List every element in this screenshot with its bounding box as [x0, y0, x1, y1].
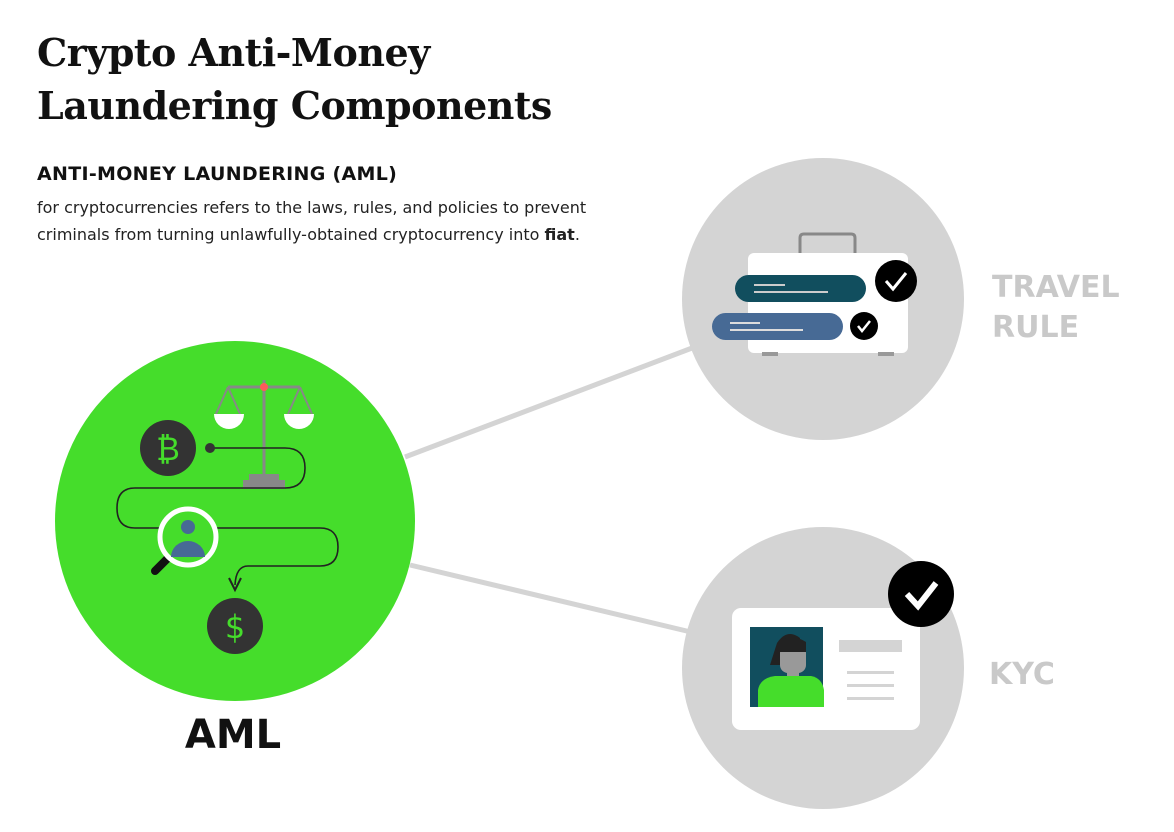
travel-rule-label-line-1: TRAVEL: [992, 270, 1120, 305]
dollar-icon: $: [207, 598, 263, 654]
magnifier-person-icon: [151, 506, 219, 575]
svg-text:$: $: [225, 608, 245, 646]
scales-icon: [214, 380, 314, 489]
path-start-dot: [205, 443, 215, 453]
title-line-2: Laundering Components: [37, 83, 552, 128]
description-period: .: [574, 225, 580, 244]
fiat-bold: fiat: [544, 225, 575, 244]
travel-rule-label: TRAVEL RULE: [992, 268, 1120, 348]
connector-travel-rule: [404, 342, 701, 460]
title-line-1: Crypto Anti-Money: [37, 30, 430, 75]
aml-circle: [55, 341, 415, 701]
travel-rule-label-line-2: RULE: [992, 310, 1080, 345]
aml-subheading: ANTI-MONEY LAUNDERING (AML): [37, 163, 398, 185]
check-icon: [850, 312, 878, 340]
message-bar-2: [712, 313, 843, 340]
check-icon: [875, 260, 917, 302]
svg-text:₿: ₿: [156, 430, 180, 468]
message-bar-1: [735, 275, 866, 302]
arrow-head-icon: [228, 577, 242, 593]
flow-path: [116, 447, 339, 586]
bitcoin-icon: ₿: [140, 420, 196, 476]
aml-label: AML: [184, 712, 282, 758]
check-icon: [888, 561, 954, 627]
kyc-label: KYC: [989, 657, 1055, 692]
aml-description: for cryptocurrencies refers to the laws,…: [37, 194, 637, 248]
connector-kyc: [409, 562, 696, 636]
description-line-1: for cryptocurrencies refers to the laws,…: [37, 198, 587, 217]
description-line-2: criminals from turning unlawfully-obtain…: [37, 225, 545, 244]
id-card-icon: [732, 608, 920, 730]
